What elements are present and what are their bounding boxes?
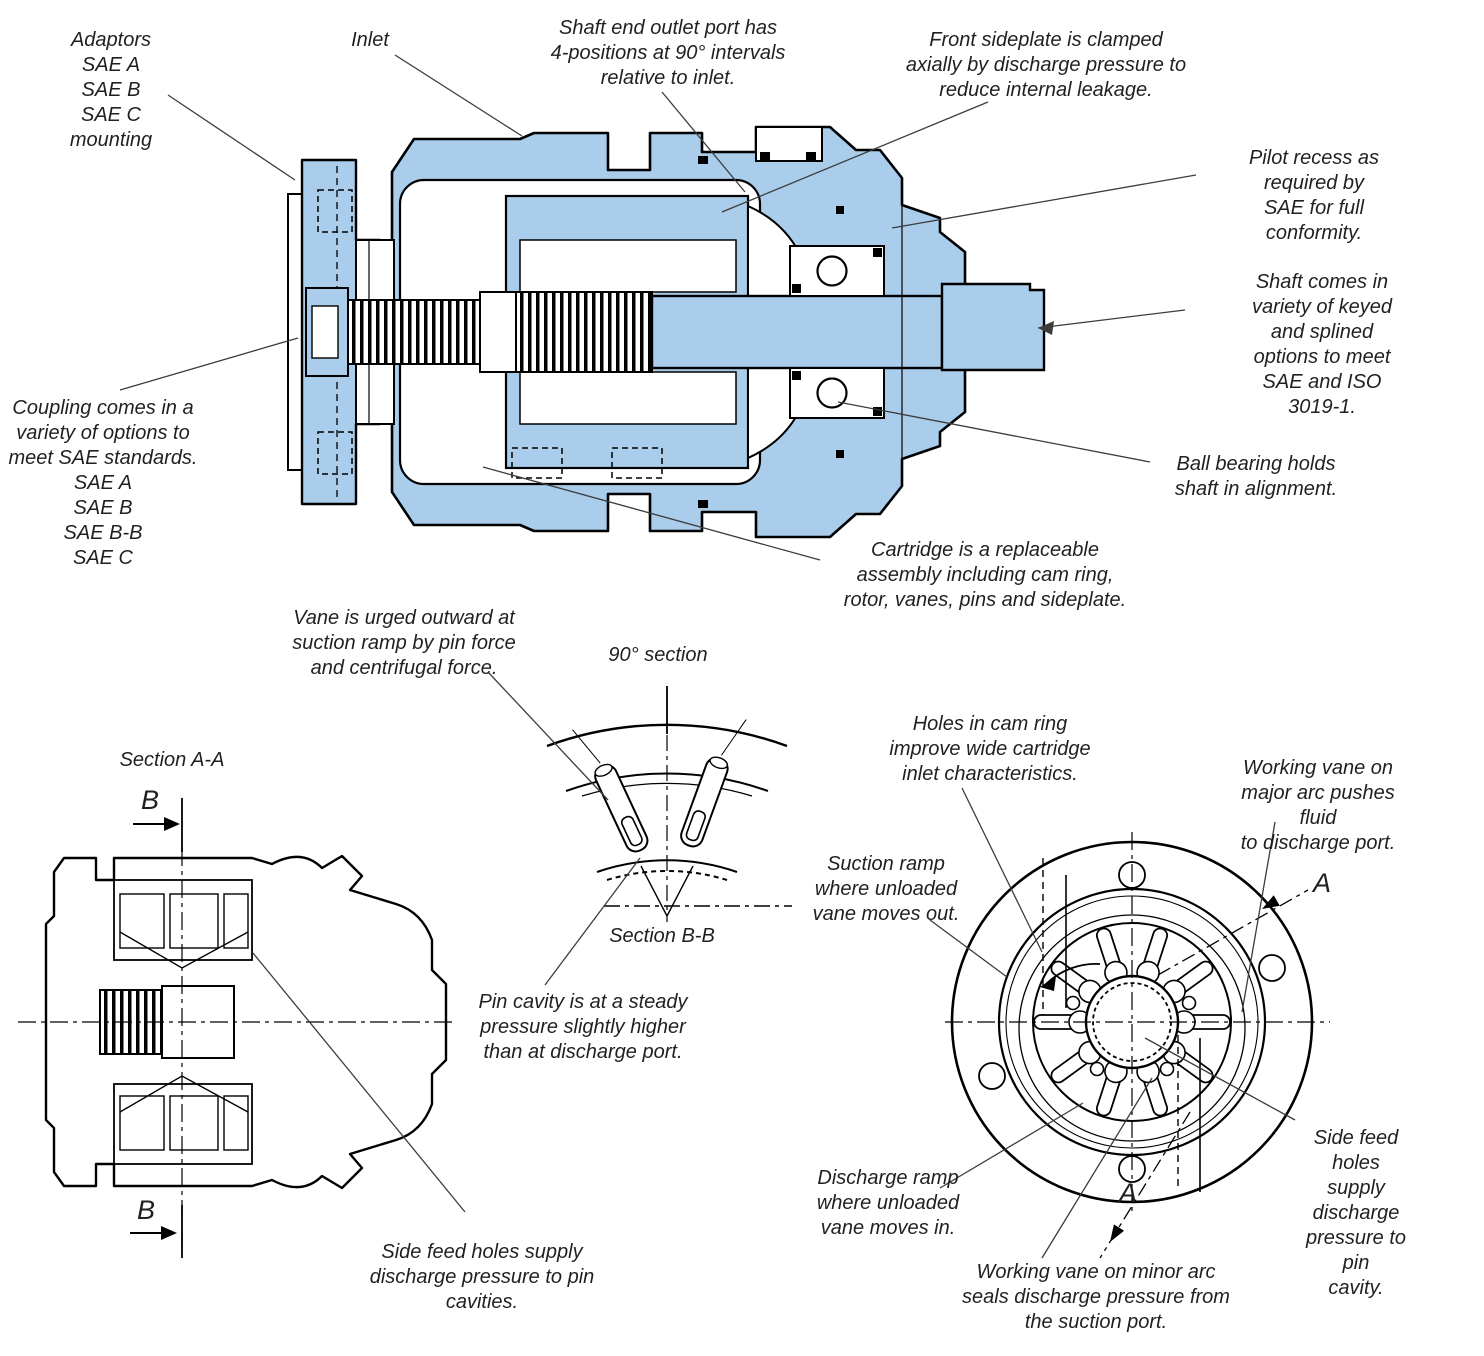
annotation-side-feed-pin-cavity: Side feed holes supply discharge pressur… — [1305, 1127, 1407, 1299]
annotation-side-feed-pin-cavities: Side feed holes supply discharge pressur… — [369, 1241, 595, 1313]
annotation-discharge-ramp: Discharge ramp where unloaded vane moves… — [816, 1167, 960, 1239]
section-aa-view — [18, 798, 456, 1258]
annotation-adaptors: Adaptors SAE A SAE B SAE C mounting — [69, 29, 153, 151]
annotation-vane-urged: Vane is urged outward at suction ramp by… — [292, 607, 516, 679]
annotation-cartridge: Cartridge is a replaceable assembly incl… — [843, 539, 1127, 611]
section-arrow-a-bottom: A — [1118, 1178, 1138, 1208]
annotation-working-vane-minor: Working vane on minor arc seals discharg… — [962, 1261, 1230, 1333]
annotation-holes-cam-ring: Holes in cam ring improve wide cartridge… — [889, 713, 1091, 785]
section-arrow-b-top: B — [140, 785, 160, 815]
annotation-inlet: Inlet — [351, 29, 389, 51]
label-section-b-b: Section B-B — [609, 925, 715, 947]
annotation-ball-bearing: Ball bearing holds shaft in alignment. — [1174, 453, 1338, 500]
label-section-a-a: Section A-A — [119, 749, 225, 771]
annotation-pilot-recess: Pilot recess as required by SAE for full… — [1248, 147, 1380, 244]
section-arrow-b-bottom: B — [136, 1195, 156, 1225]
cartridge-face-view — [945, 832, 1330, 1259]
annotation-pin-cavity: Pin cavity is at a steady pressure sligh… — [478, 991, 688, 1063]
leader-lines — [119, 54, 1296, 1259]
annotation-shaft-end-outlet: Shaft end outlet port has 4-positions at… — [550, 17, 786, 89]
main-cross-section — [287, 125, 1046, 539]
label-90-degree-section: 90° section — [608, 644, 708, 666]
ninety-degree-section-view — [546, 686, 792, 922]
annotation-working-vane-major: Working vane on major arc pushes fluid t… — [1240, 757, 1396, 854]
annotation-shaft-options: Shaft comes in variety of keyed and spli… — [1251, 271, 1393, 418]
annotation-suction-ramp: Suction ramp where unloaded vane moves o… — [812, 853, 960, 925]
annotation-coupling: Coupling comes in a variety of options t… — [8, 397, 198, 569]
section-arrow-a-top: A — [1312, 868, 1332, 898]
annotation-front-sideplate: Front sideplate is clamped axially by di… — [905, 29, 1187, 101]
